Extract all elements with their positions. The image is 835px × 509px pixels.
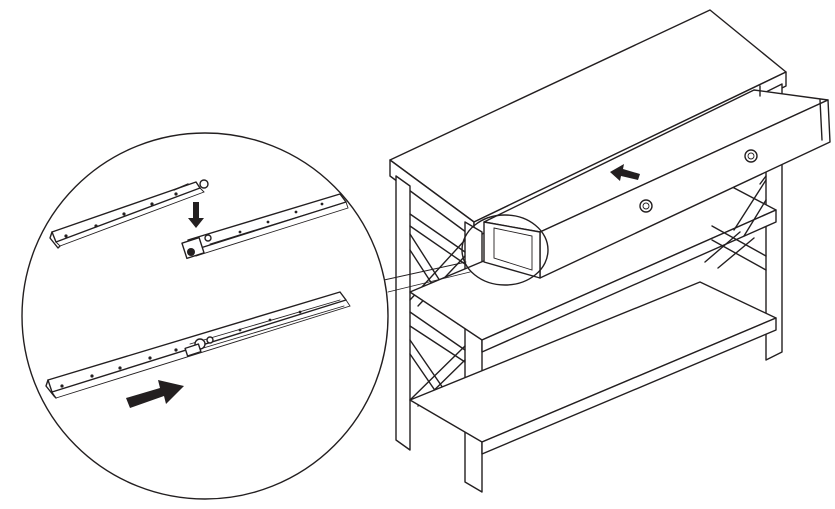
rail-drawer-member — [181, 193, 349, 260]
drawer-slide-detail — [21, 132, 389, 500]
rail-assembled — [45, 291, 351, 399]
knob-icon — [639, 199, 653, 213]
leg-back-left — [395, 175, 411, 451]
knob-icon — [744, 149, 758, 163]
drawer-side — [483, 221, 541, 279]
push-arrow-icon — [126, 380, 184, 408]
insert-arrow-icon — [188, 202, 204, 228]
rail-cabinet-member — [49, 179, 209, 249]
side-x-brace-right — [704, 175, 767, 271]
callout-connector — [383, 261, 467, 281]
push-arrow-icon — [610, 164, 640, 181]
console-table — [389, 9, 831, 493]
detail-callout-small — [461, 214, 549, 286]
